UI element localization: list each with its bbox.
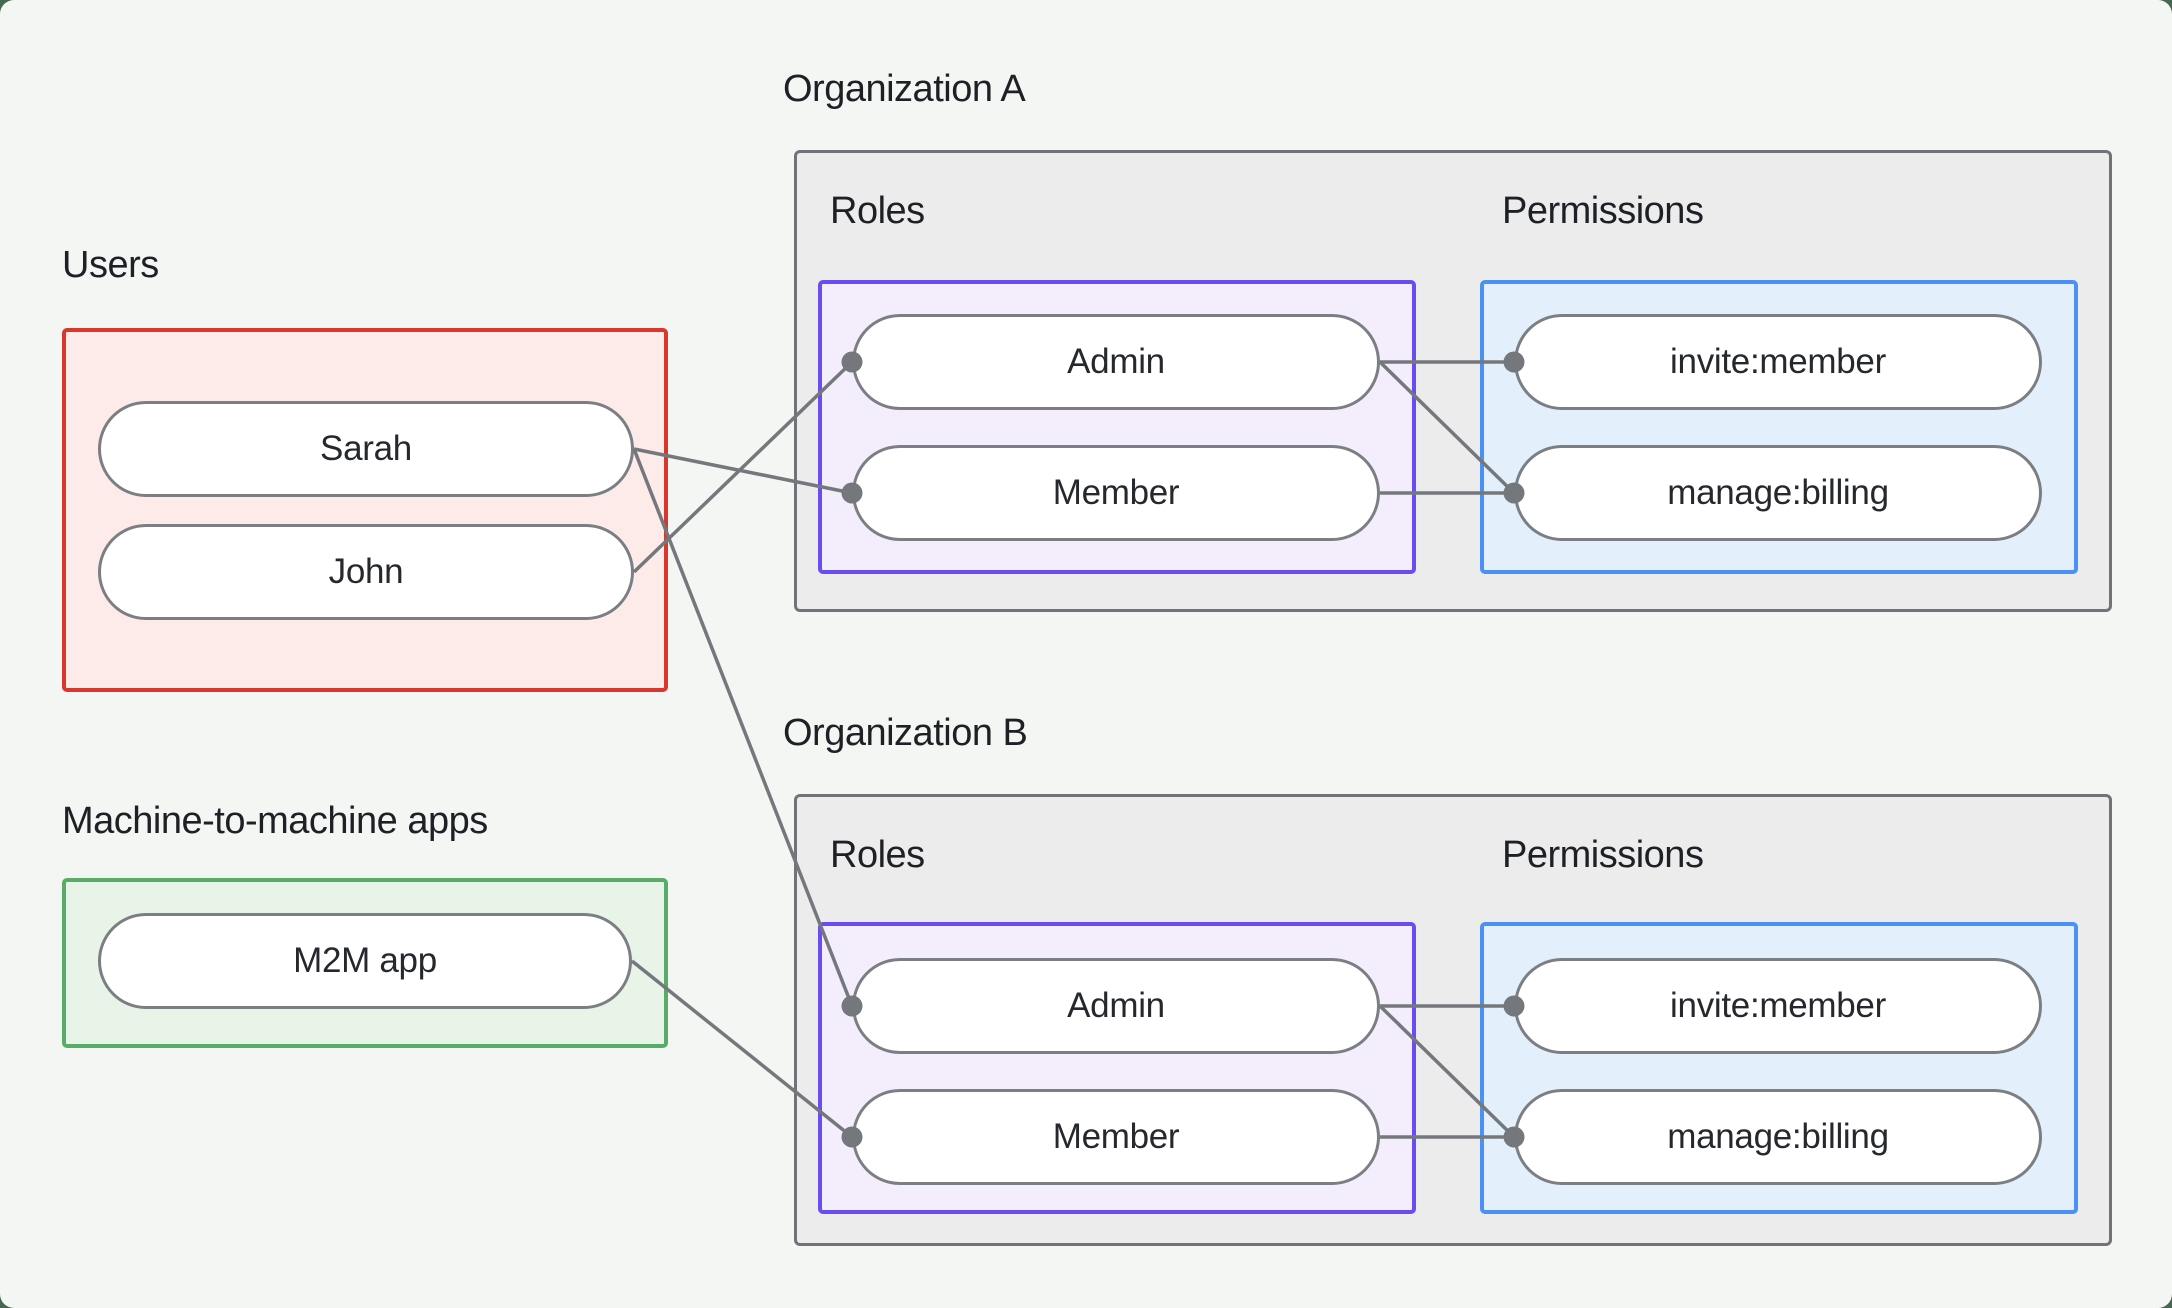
org-b-permissions-label: Permissions — [1502, 834, 1704, 876]
org-b-roles-label: Roles — [830, 834, 925, 876]
org-b-role-member: Member — [852, 1089, 1380, 1185]
org-a-role-admin: Admin — [852, 314, 1380, 410]
m2m-app-node: M2M app — [98, 913, 632, 1009]
org-a-permission-invite-member-label: invite:member — [1670, 342, 1886, 381]
org-a-role-member: Member — [852, 445, 1380, 541]
org-b-role-admin: Admin — [852, 958, 1380, 1054]
user-node-john-label: John — [328, 552, 404, 591]
org-b-permission-invite-member-label: invite:member — [1670, 986, 1886, 1025]
user-node-john: John — [98, 524, 634, 620]
org-a-role-admin-label: Admin — [1067, 342, 1165, 381]
user-node-sarah-label: Sarah — [320, 429, 412, 468]
org-a-permission-invite-member: invite:member — [1514, 314, 2042, 410]
org-b-permission-manage-billing: manage:billing — [1514, 1089, 2042, 1185]
org-a-roles-label: Roles — [830, 190, 925, 232]
org-b-role-member-label: Member — [1052, 1117, 1180, 1156]
org-a-permission-manage-billing: manage:billing — [1514, 445, 2042, 541]
m2m-app-node-label: M2M app — [293, 941, 437, 980]
org-a-permissions-label: Permissions — [1502, 190, 1704, 232]
m2m-section-label: Machine-to-machine apps — [62, 800, 488, 842]
org-a-role-member-label: Member — [1052, 473, 1180, 512]
org-b-permission-manage-billing-label: manage:billing — [1667, 1117, 1889, 1156]
user-node-sarah: Sarah — [98, 401, 634, 497]
org-b-role-admin-label: Admin — [1067, 986, 1165, 1025]
org-b-title: Organization B — [783, 712, 1028, 754]
users-group-box — [62, 328, 668, 692]
org-a-title: Organization A — [783, 68, 1026, 110]
org-a-permission-manage-billing-label: manage:billing — [1667, 473, 1889, 512]
users-section-label: Users — [62, 244, 159, 286]
org-b-permission-invite-member: invite:member — [1514, 958, 2042, 1054]
